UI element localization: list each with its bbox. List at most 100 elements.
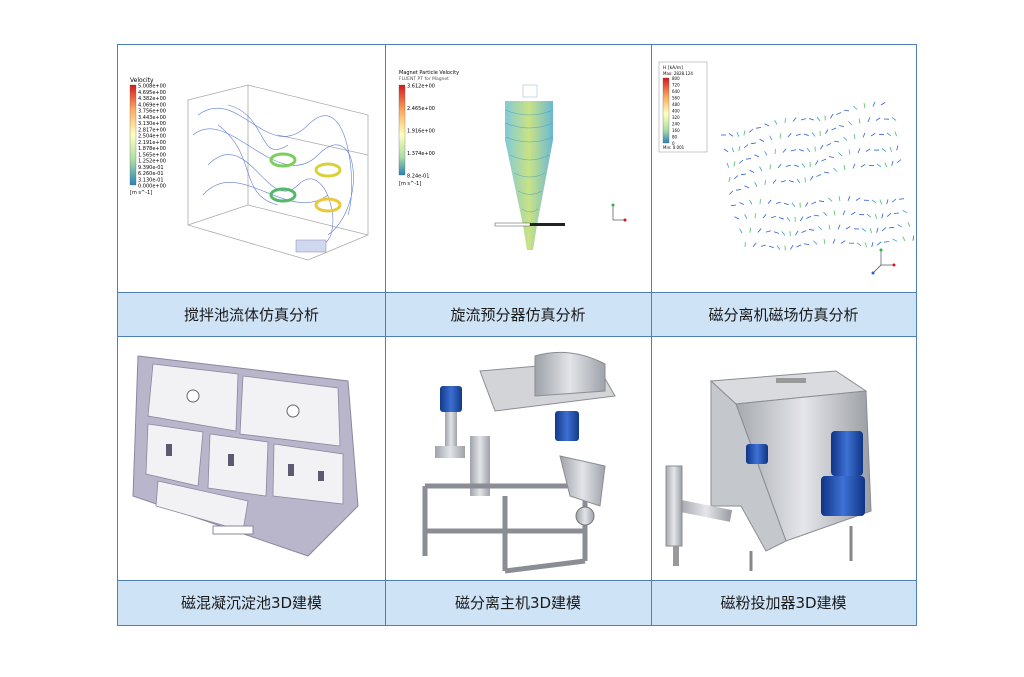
field-arrow (840, 240, 846, 244)
field-arrow (853, 105, 858, 110)
field-arrow (828, 224, 831, 230)
grid-divider-v1 (385, 45, 386, 625)
field-arrow (891, 198, 897, 203)
field-arrow (870, 132, 876, 137)
sim3-legend-value: 640 (672, 89, 680, 94)
field-arrow (806, 215, 812, 219)
sim3-legend-value: 400 (672, 109, 680, 114)
caption-stirring-tank: 搅拌池流体仿真分析 (118, 292, 385, 336)
field-arrow (780, 180, 786, 183)
field-arrow (765, 230, 771, 233)
field-arrow (897, 224, 903, 228)
field-arrow (907, 222, 911, 227)
field-arrow (754, 181, 758, 187)
sim2-legend-title: Magnet Particle Velocity (399, 70, 459, 76)
field-arrow (823, 211, 828, 216)
field-arrow (819, 200, 825, 203)
field-arrow (757, 228, 762, 233)
sim3-legend-value: 800 (672, 76, 680, 81)
field-arrow (744, 214, 748, 219)
field-arrow (793, 164, 799, 167)
sim1-legend-value: 1.565e+00 (138, 152, 166, 158)
field-arrow (865, 148, 871, 152)
caption-magnetic-field: 磁分离机磁场仿真分析 (651, 292, 916, 336)
field-arrow (790, 244, 794, 250)
field-arrow (884, 162, 888, 168)
field-arrow (776, 245, 781, 251)
field-arrow (821, 158, 827, 162)
field-arrow (879, 199, 883, 205)
field-arrow (816, 174, 822, 177)
field-arrow (813, 240, 818, 245)
sim3-legend-value: 80 (672, 135, 678, 140)
field-arrow (862, 132, 866, 138)
field-arrow (855, 197, 861, 201)
field-arrow (876, 241, 882, 246)
sim1-legend-value: 2.817e+00 (138, 127, 166, 133)
cyclone-flow-image: Magnet Particle Velocity FLUENT PT for M… (385, 45, 651, 292)
field-arrow (809, 229, 815, 231)
field-arrow (832, 238, 836, 244)
field-arrow (842, 210, 846, 216)
field-arrow (871, 242, 874, 248)
field-arrow (831, 127, 837, 131)
field-arrow (798, 149, 804, 152)
field-arrow (735, 189, 742, 191)
field-arrow (837, 224, 841, 230)
field-arrow (770, 216, 776, 219)
field-arrow (828, 197, 833, 202)
sim1-legend-value: 1.878e+00 (138, 146, 166, 152)
field-arrow (880, 101, 886, 106)
field-arrow (734, 175, 739, 180)
sim3-legend-value: 240 (672, 122, 680, 127)
field-arrow (759, 138, 765, 142)
sim2-legend-subtitle: FLUENT PT for Magnet (399, 76, 449, 82)
field-arrow (749, 199, 753, 205)
field-arrow (872, 101, 876, 107)
field-arrow (896, 145, 899, 151)
field-arrow (734, 216, 740, 220)
field-arrow (787, 132, 792, 138)
field-arrow (863, 103, 866, 109)
field-arrow (811, 201, 817, 205)
field-arrow (864, 242, 868, 248)
field-arrow (782, 148, 787, 153)
field-arrow (760, 244, 766, 247)
field-arrow (834, 140, 840, 143)
magnetic-separator-image (385, 336, 651, 580)
field-arrow (788, 180, 794, 183)
field-arrow (790, 149, 796, 152)
sim1-legend-value: 3.756e+00 (138, 109, 166, 115)
field-arrow (881, 227, 887, 232)
sim2-legend-value: 2.465e+00 (407, 106, 435, 112)
field-arrow (792, 117, 797, 122)
field-arrow (891, 117, 897, 121)
field-arrow (860, 163, 866, 168)
field-arrow (749, 169, 755, 173)
field-arrow (811, 132, 816, 137)
field-arrow (818, 226, 823, 231)
sim1-legend-value: 3.443e+00 (138, 115, 166, 121)
field-arrow (881, 148, 887, 152)
field-arrow (869, 228, 873, 234)
field-arrow (783, 202, 789, 206)
sedimentation-tank-image (118, 336, 385, 580)
field-arrow (894, 131, 898, 137)
field-arrow (850, 211, 856, 216)
sim3-legend-min: Min: 0.001 (663, 145, 685, 150)
field-arrow (738, 145, 741, 151)
field-arrow (744, 144, 749, 149)
field-arrow (801, 230, 807, 234)
field-arrow (888, 226, 895, 229)
field-arrow (886, 199, 889, 205)
field-arrow (815, 160, 819, 165)
field-arrow (810, 175, 814, 181)
sim1-legend-value: 4.069e+00 (138, 102, 166, 108)
cell-magnetic-separator-model: 磁分离主机3D建模 (385, 336, 651, 625)
sim1-legend-value: 4.382e+00 (138, 96, 166, 102)
field-arrow (726, 162, 730, 168)
field-arrow (844, 109, 850, 112)
